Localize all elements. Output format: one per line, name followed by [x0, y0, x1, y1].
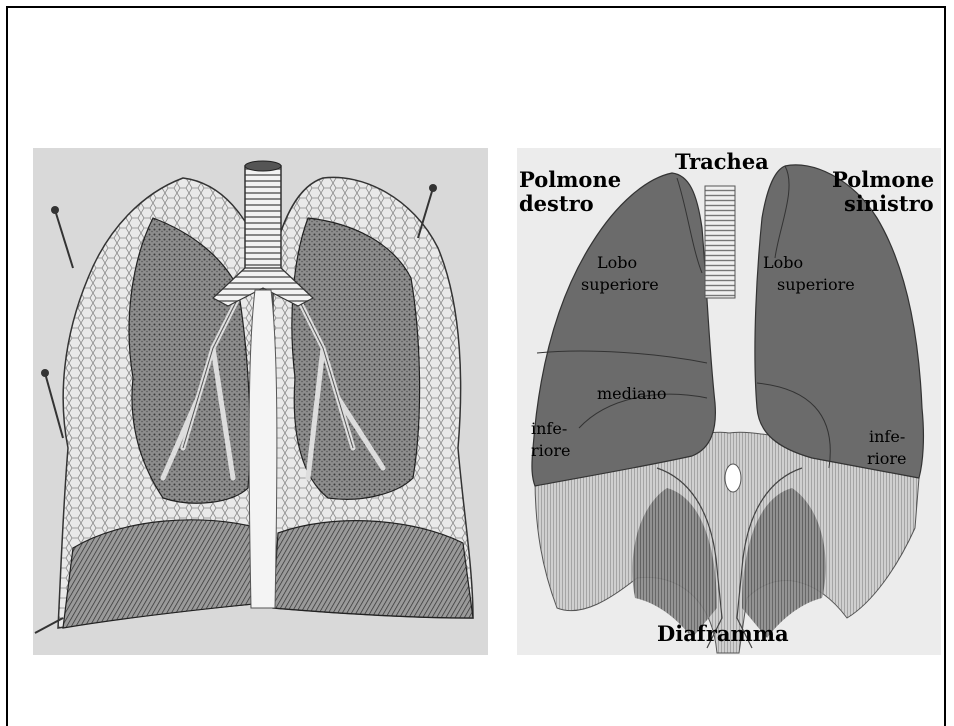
label-left-upper-lobe-line1: Lobo — [763, 252, 803, 274]
label-left-lower-lobe-line2: riore — [867, 448, 907, 470]
trachea-engraving — [245, 166, 281, 274]
label-trachea: Trachea — [675, 150, 769, 174]
label-middle-lobe: mediano — [597, 383, 666, 405]
label-right-lower-lobe-line1: infe- — [531, 418, 567, 440]
label-diaphragm: Diaframma — [657, 622, 789, 646]
lung-engraving-illustration — [33, 148, 488, 655]
trachea-shape — [705, 186, 735, 298]
label-right-upper-lobe-line1: Lobo — [597, 252, 637, 274]
label-right-lung-line2: destro — [519, 192, 594, 216]
label-right-lung-line1: Polmone — [519, 168, 621, 192]
label-right-upper-lobe-line2: superiore — [581, 274, 659, 296]
lung-labeled-diagram: Trachea Polmone destro Polmone sinistro … — [517, 148, 941, 655]
lung-engraving-svg — [33, 148, 488, 655]
lung-diagram-svg — [517, 148, 941, 655]
label-right-lower-lobe-line2: riore — [531, 440, 571, 462]
label-left-upper-lobe-line2: superiore — [777, 274, 855, 296]
label-left-lung-line2: sinistro — [844, 192, 934, 216]
label-left-lung-line1: Polmone — [832, 168, 934, 192]
label-left-lower-lobe-line1: infe- — [869, 426, 905, 448]
